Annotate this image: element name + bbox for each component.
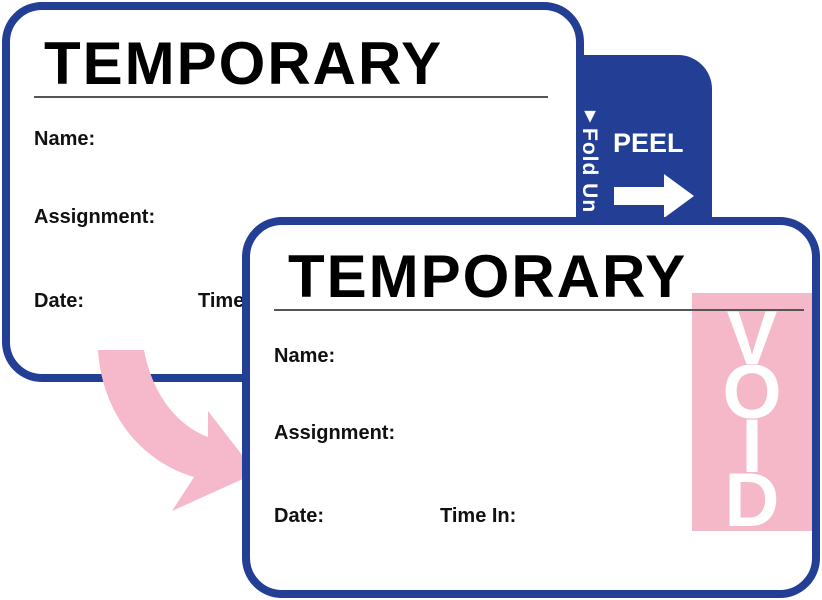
- back-badge-title: TEMPORARY: [44, 30, 444, 97]
- fold-under-label: ▾Fold Un: [578, 103, 601, 214]
- front-title-divider: [274, 309, 804, 311]
- void-letter-d: D: [724, 458, 780, 543]
- front-assignment-label: Assignment:: [274, 422, 396, 444]
- void-letter-o: O: [722, 350, 782, 435]
- back-name-label: Name:: [34, 128, 96, 150]
- void-letter-i: I: [741, 404, 763, 489]
- back-time-label: Time: [198, 290, 245, 312]
- back-title-divider: [34, 96, 548, 98]
- curved-arrow-icon: [98, 350, 256, 511]
- back-date-label: Date:: [34, 290, 85, 312]
- front-date-label: Date:: [274, 505, 325, 527]
- front-badge: V O I D TEMPORARY Name: Assignment: Date…: [242, 217, 820, 598]
- void-letter-v: V: [726, 296, 778, 381]
- front-name-label: Name:: [274, 345, 336, 367]
- right-arrow-icon: [614, 174, 694, 218]
- front-time-in-label: Time In:: [440, 505, 517, 527]
- front-badge-title: TEMPORARY: [288, 243, 688, 310]
- void-stamp: V O I D: [692, 293, 812, 539]
- peel-label: PEEL: [613, 128, 684, 158]
- back-assignment-label: Assignment:: [34, 206, 156, 228]
